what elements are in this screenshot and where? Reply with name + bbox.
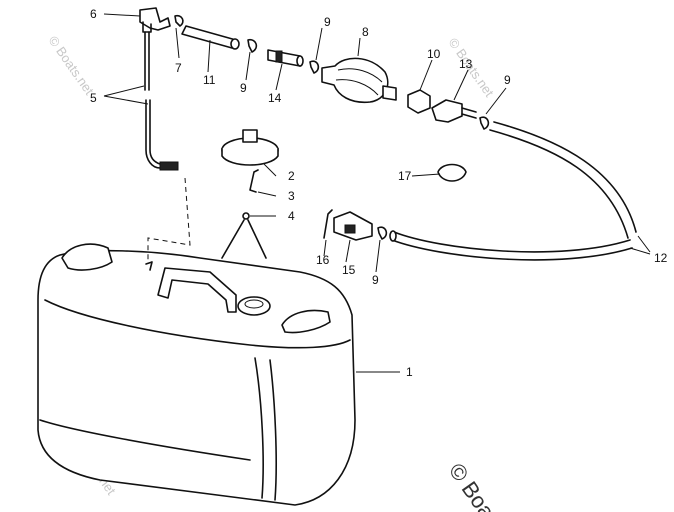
hex-nut bbox=[407, 89, 431, 114]
callout-2: 2 bbox=[288, 169, 295, 183]
callout-9-a: 9 bbox=[240, 81, 247, 95]
callout-9-b: 9 bbox=[324, 15, 331, 29]
tank-fitting bbox=[431, 99, 477, 123]
callout-16: 16 bbox=[316, 253, 330, 267]
callout-13: 13 bbox=[459, 57, 473, 71]
callout-5: 5 bbox=[90, 91, 97, 105]
callout-9-d: 9 bbox=[372, 273, 379, 287]
callout-8: 8 bbox=[362, 25, 369, 39]
callout-14: 14 bbox=[268, 91, 282, 105]
fuel-tank bbox=[37, 243, 356, 506]
primer-bulb bbox=[321, 57, 397, 104]
fuel-line bbox=[389, 121, 637, 261]
retainer-hook bbox=[249, 169, 259, 193]
hose-clip-17 bbox=[437, 163, 467, 182]
watermark-text-bottom-right: © Boats bbox=[444, 459, 510, 512]
clamp-clip-9b bbox=[309, 60, 320, 74]
callout-15: 15 bbox=[342, 263, 356, 277]
gauge-wire bbox=[221, 212, 267, 259]
clamp-clip-9c bbox=[479, 116, 490, 130]
clamp-clip-7 bbox=[174, 14, 184, 27]
pickup-tube bbox=[144, 31, 179, 171]
callout-7: 7 bbox=[175, 61, 182, 75]
callout-17: 17 bbox=[398, 169, 412, 183]
clip-16 bbox=[323, 209, 333, 239]
clamp-clip-9d bbox=[377, 226, 388, 240]
callout-4: 4 bbox=[288, 209, 295, 223]
shutoff-valve bbox=[333, 211, 373, 241]
leader-lines bbox=[103, 13, 651, 373]
filler-cap bbox=[221, 129, 279, 166]
callout-10: 10 bbox=[427, 47, 441, 61]
callout-3: 3 bbox=[288, 189, 295, 203]
callout-12: 12 bbox=[654, 251, 668, 265]
watermark-text-left: © Boats.net bbox=[46, 33, 98, 98]
elbow-fitting bbox=[139, 7, 171, 33]
callout-6: 6 bbox=[90, 7, 97, 21]
callout-1: 1 bbox=[406, 365, 413, 379]
hose-segment bbox=[181, 25, 240, 50]
callout-9-c: 9 bbox=[504, 73, 511, 87]
alignment-line-left bbox=[147, 177, 191, 262]
clamp-clip-9a bbox=[247, 38, 258, 53]
hose-connector-14 bbox=[267, 49, 304, 67]
callout-11: 11 bbox=[203, 73, 216, 87]
